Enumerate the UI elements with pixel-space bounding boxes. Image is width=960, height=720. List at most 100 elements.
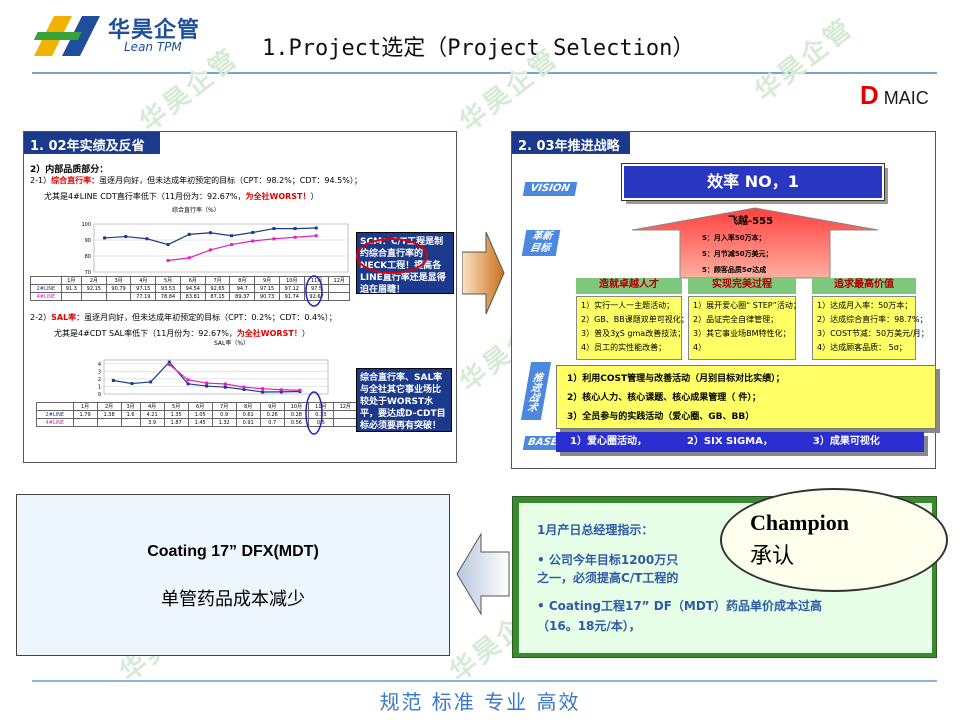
goal-item: 5：顾客品质5σ达成 [702, 266, 767, 274]
series-line [168, 235, 317, 262]
worst-level-note: 综合直行率、SAL率与全社其它事业场比较处于WORST水平，要达成D-CDT目标… [356, 368, 452, 432]
month-header: 2月 [80, 276, 107, 285]
table-cell: 0.61 [235, 410, 261, 419]
data-point [279, 390, 283, 394]
section-heading: 2）内部品质部分： [30, 165, 109, 175]
tactics-box: 1）利用COST管理与改善活动（月别目标对比实绩）；2）核心人力、核心课题、核心… [556, 365, 936, 429]
month-header: 4月 [139, 402, 165, 411]
data-point [166, 258, 170, 262]
data-point [208, 248, 212, 252]
data-point [187, 256, 191, 260]
arrow-left-icon [456, 532, 510, 616]
table-corner [36, 402, 74, 411]
table-cell: 1.79 [72, 410, 98, 419]
logo-mark-icon [33, 16, 100, 56]
strategy-item: 2）达成综合直行率：98.7%； [817, 315, 928, 324]
month-header: 1月 [60, 276, 82, 285]
data-point [205, 381, 209, 385]
table-cell: 1.38 [96, 410, 122, 419]
data-point [208, 231, 212, 235]
sal-rate-line: 2-2）SAL率：虽逐月向好，但未达成年初预定的目标（CPT：0.2%；CDT：… [30, 313, 337, 322]
table-cell: 77.19 [130, 292, 157, 301]
chart1-caption: 综合直行率（%） [172, 207, 220, 214]
table-cell [328, 284, 350, 293]
y-tick-label: 0 [98, 392, 101, 398]
base-item: 2）SIX SIGMA， [686, 436, 773, 447]
table-cell: 90.73 [254, 292, 280, 301]
data-point [293, 227, 297, 231]
straight-rate-line: 2-1）综合直行率：虽逐月向好，但未达成年初预定的目标（CPT：98.2%；CD… [30, 176, 362, 185]
company-logo: 华昊企管 Lean TPM [32, 14, 212, 58]
plot-frame [93, 223, 349, 273]
data-point [223, 385, 227, 389]
chart2-caption: SAL率（%） [214, 340, 250, 347]
data-point [145, 237, 149, 241]
table-cell: 87.15 [204, 292, 231, 301]
strategy-column-items: 1）达成月入率：50万本；2）达成综合直行率：98.7%；3）COST节减：50… [812, 296, 929, 360]
row-label: 2#LINE [36, 410, 74, 419]
row-label: 2#LINE [30, 284, 62, 293]
strategy-item: 4） [693, 343, 707, 352]
logo-english-text: Lean TPM [124, 40, 182, 54]
table-cell [332, 410, 358, 419]
data-point [272, 237, 276, 241]
table-cell: 94.54 [179, 284, 206, 293]
data-point [205, 384, 209, 388]
highlight-oval-icon [305, 391, 323, 435]
table-cell: 78.84 [155, 292, 181, 301]
vision-tag: VISION [522, 182, 578, 196]
data-point [167, 360, 171, 364]
tactic-item: 2）核心人力、核心课题、核心成果管理（ 件）； [567, 393, 761, 403]
table-cell: 0.9 [211, 410, 237, 419]
champion-callout: Champion 承认 [720, 488, 948, 592]
month-header: 9月 [254, 276, 280, 285]
instruction-heading: 1月产日总经理指示： [537, 523, 654, 537]
data-point [272, 227, 276, 231]
month-header: 6月 [187, 402, 213, 411]
strategy-column-items: 1）展开爱心圈“ STEP”活动；2）品证完全自律管理；3）其它事业场BM特性化… [688, 296, 801, 360]
month-header: 12月 [328, 276, 350, 285]
table-cell: 93.53 [155, 284, 181, 293]
table-cell: 1.87 [163, 418, 189, 427]
data-point [130, 382, 134, 386]
straight-rate-detail: 尤其是4#LINE CDT直行率低下（11月份为：92.67%，为全社WORST… [44, 192, 319, 201]
y-tick-label: 1 [98, 384, 101, 390]
dmaic-rest: MAIC [883, 88, 929, 108]
data-point [298, 388, 302, 392]
month-header: 9月 [259, 402, 285, 411]
month-header: 1月 [72, 402, 98, 411]
month-header: 6月 [179, 276, 206, 285]
y-tick-label: 3 [98, 369, 101, 375]
highlight-oval-icon [305, 275, 323, 307]
data-point [230, 234, 234, 238]
data-point [242, 385, 246, 389]
data-point [261, 390, 265, 394]
y-tick-label: 70 [85, 270, 91, 276]
y-tick-label: 100 [81, 222, 91, 228]
strategy-item: 2）GB、BB课题双单可视化； [581, 315, 689, 324]
table-cell [120, 418, 141, 427]
project-model: Coating 17” DFX(MDT) [147, 543, 319, 560]
month-header: 8月 [229, 276, 256, 285]
table-cell: 3.9 [139, 418, 165, 427]
series-line [104, 227, 317, 246]
review-panel: 1. 02年实绩及反省 2）内部品质部分： 2-1）综合直行率：虽逐月向好，但未… [23, 131, 457, 463]
tactic-item: 3）全员参与的实践活动（爱心圈、GB、BB） [567, 412, 755, 422]
month-header: 2月 [96, 402, 122, 411]
month-header: 3月 [105, 276, 132, 285]
table-corner [30, 276, 62, 285]
instruction-bullet-2-cont: （16。18元/本）， [537, 619, 641, 633]
data-point [279, 388, 283, 392]
month-header: 7月 [211, 402, 237, 411]
logo-chinese-text: 华昊企管 [108, 18, 201, 43]
month-header: 7月 [204, 276, 231, 285]
month-header: 8月 [235, 402, 261, 411]
data-point [167, 363, 171, 367]
data-point [251, 230, 255, 234]
table-cell: 1.35 [163, 410, 189, 419]
y-tick-label: 90 [85, 238, 91, 244]
dmaic-d-letter: D [860, 80, 879, 110]
data-point [293, 235, 297, 239]
table-cell: 97.12 [278, 284, 305, 293]
strategy-column-items: 1）实行一人一主题活动；2）GB、BB课题双单可视化；3）普及3χS gma改善… [576, 296, 689, 360]
